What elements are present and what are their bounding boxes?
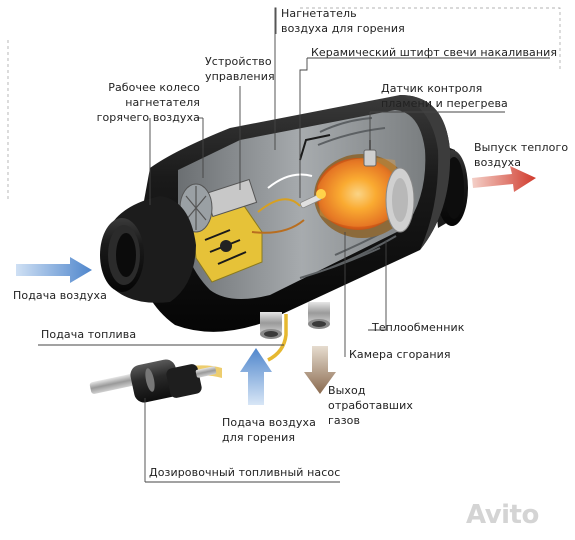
warm-air-outlet-arrow: [472, 166, 536, 192]
exhaust-outlet-arrow: [304, 346, 336, 394]
avito-watermark-logo: Avito: [466, 500, 539, 530]
label-fuel-pump: Дозировочный топливный насос: [149, 466, 341, 479]
label-heat-exchanger: Теплообменник: [372, 321, 465, 334]
label-hot-air-impeller: Рабочее колесо нагнетателя горячего возд…: [96, 81, 200, 124]
decorative-dashed-frame: [7, 7, 561, 200]
label-combustion-blower: Нагнетатель воздуха для горения: [281, 7, 405, 35]
combustion-air-port: [260, 312, 282, 339]
label-fuel-supply: Подача топлива: [41, 328, 137, 341]
label-control-unit: Устройство управления: [205, 55, 275, 83]
combustion-chamber: [314, 154, 415, 238]
label-combustion-air-supply: Подача воздуха для горения: [222, 416, 316, 444]
label-combustion-chamber: Камера сгорания: [349, 348, 451, 361]
combustion-air-supply-arrow: [240, 348, 272, 405]
label-exhaust-outlet: Выход отработавших газов: [328, 384, 413, 427]
lower-ports: [260, 302, 330, 362]
ceramic-glow-pin: [300, 189, 326, 209]
leader-lines: [38, 7, 550, 483]
fuel-pipe: [267, 314, 288, 362]
exhaust-port: [308, 302, 330, 329]
label-air-intake: Подача воздуха: [13, 289, 107, 302]
label-ceramic-glow-pin: Керамический штифт свечи накаливания: [311, 46, 558, 59]
internal-wiring: [251, 134, 331, 234]
air-intake-mouth: [100, 196, 196, 303]
air-intake-arrow: [16, 257, 92, 283]
label-warm-air-outlet: Выпуск теплого воздуха: [474, 141, 569, 169]
label-flame-sensor: Датчик контроля пламени и перегрева: [381, 82, 508, 110]
fuel-pump: [89, 359, 222, 403]
